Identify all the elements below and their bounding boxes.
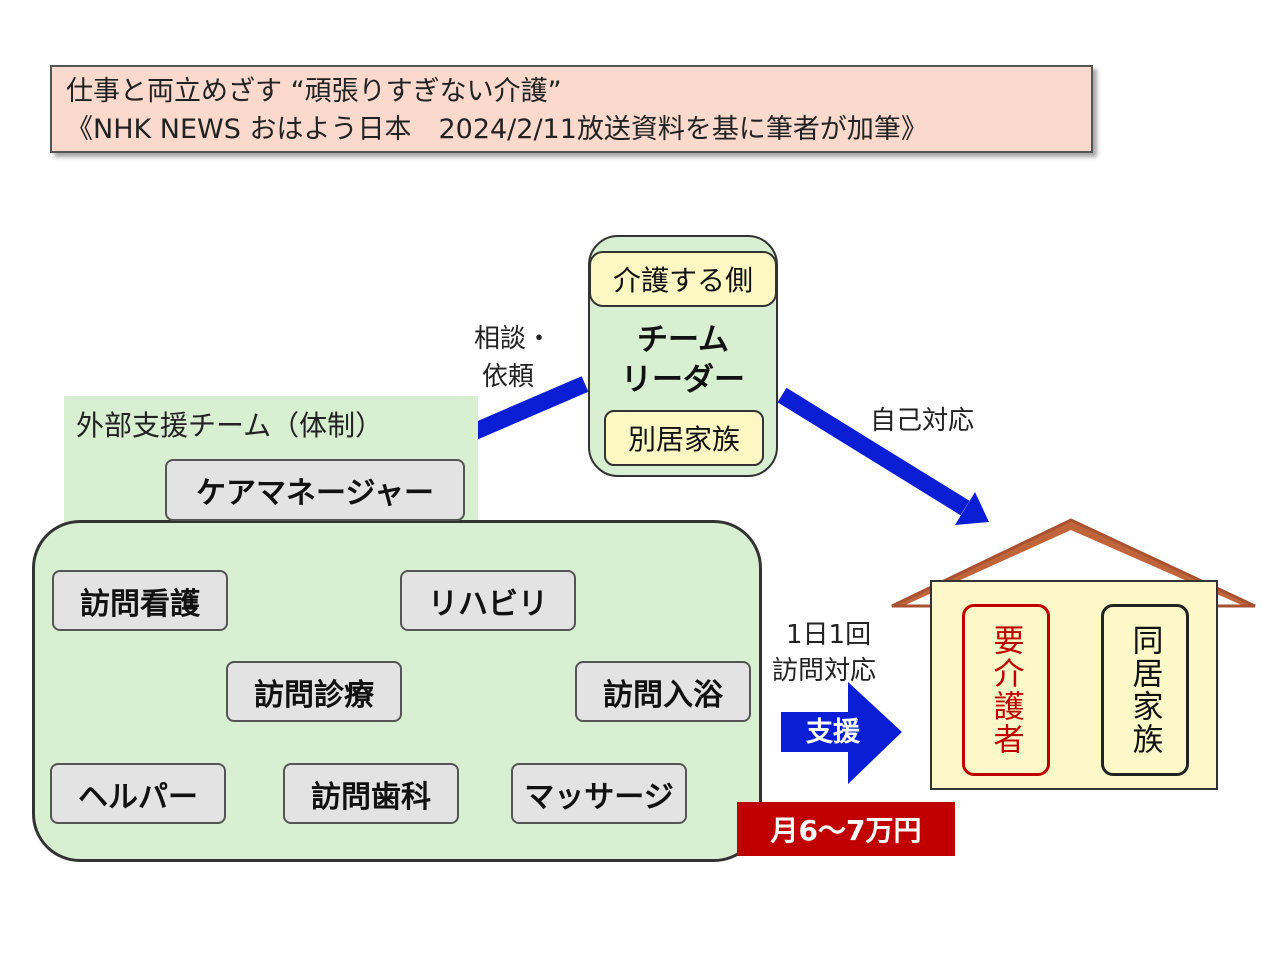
caregiver-side-label: 介護する側 [589,251,777,307]
care-recipient-text: 要介護者 [987,624,1024,756]
care-manager-text: ケアマネージャー [196,476,434,511]
house-body [930,580,1218,790]
leader-line-2: リーダー [621,362,745,398]
separate-family-box: 別居家族 [604,410,764,466]
visit-label-1: 1日1回 [786,620,872,650]
monthly-cost-text: 月6～7万円 [770,814,922,847]
cohabiting-family-text: 同居家族 [1126,624,1163,756]
title-box: 仕事と両立めざす “頑張りすぎない介護” 《NHK NEWS おはよう日本 20… [50,65,1093,153]
title-line-1: 仕事と両立めざす “頑張りすぎない介護” [66,76,562,107]
self-handle-arrow [777,387,989,525]
care-recipient-box: 要介護者 [962,604,1050,776]
service-home-visit-medical: 訪問診療 [226,661,402,722]
monthly-cost-badge: 月6～7万円 [737,802,955,856]
cohabiting-family-box: 同居家族 [1101,604,1189,776]
service-visiting-dental: 訪問歯科 [283,763,459,824]
service-rehabilitation: リハビリ [400,570,576,631]
consult-label-2: 依頼 [482,362,535,392]
service-helper: ヘルパー [50,763,226,824]
support-label: 支援 [806,717,860,748]
team-leader-title: チーム リーダー [588,320,778,400]
service-visiting-bath: 訪問入浴 [575,661,751,722]
caregiver-side-text: 介護する側 [612,264,753,297]
care-manager-box: ケアマネージャー [165,459,465,521]
separate-family-text: 別居家族 [627,423,740,456]
visit-label-2: 訪問対応 [772,656,877,686]
consult-label-1: 相談・ [474,324,553,354]
support-arrow [781,682,902,784]
self-handle-label: 自己対応 [870,406,975,436]
leader-line-1: チーム [636,322,730,358]
title-line-2: 《NHK NEWS おはよう日本 2024/2/11放送資料を基に筆者が加筆》 [66,114,928,145]
service-visiting-nursing: 訪問看護 [52,570,228,631]
service-massage: マッサージ [511,763,687,824]
external-team-heading: 外部支援チーム（体制） [76,409,384,442]
